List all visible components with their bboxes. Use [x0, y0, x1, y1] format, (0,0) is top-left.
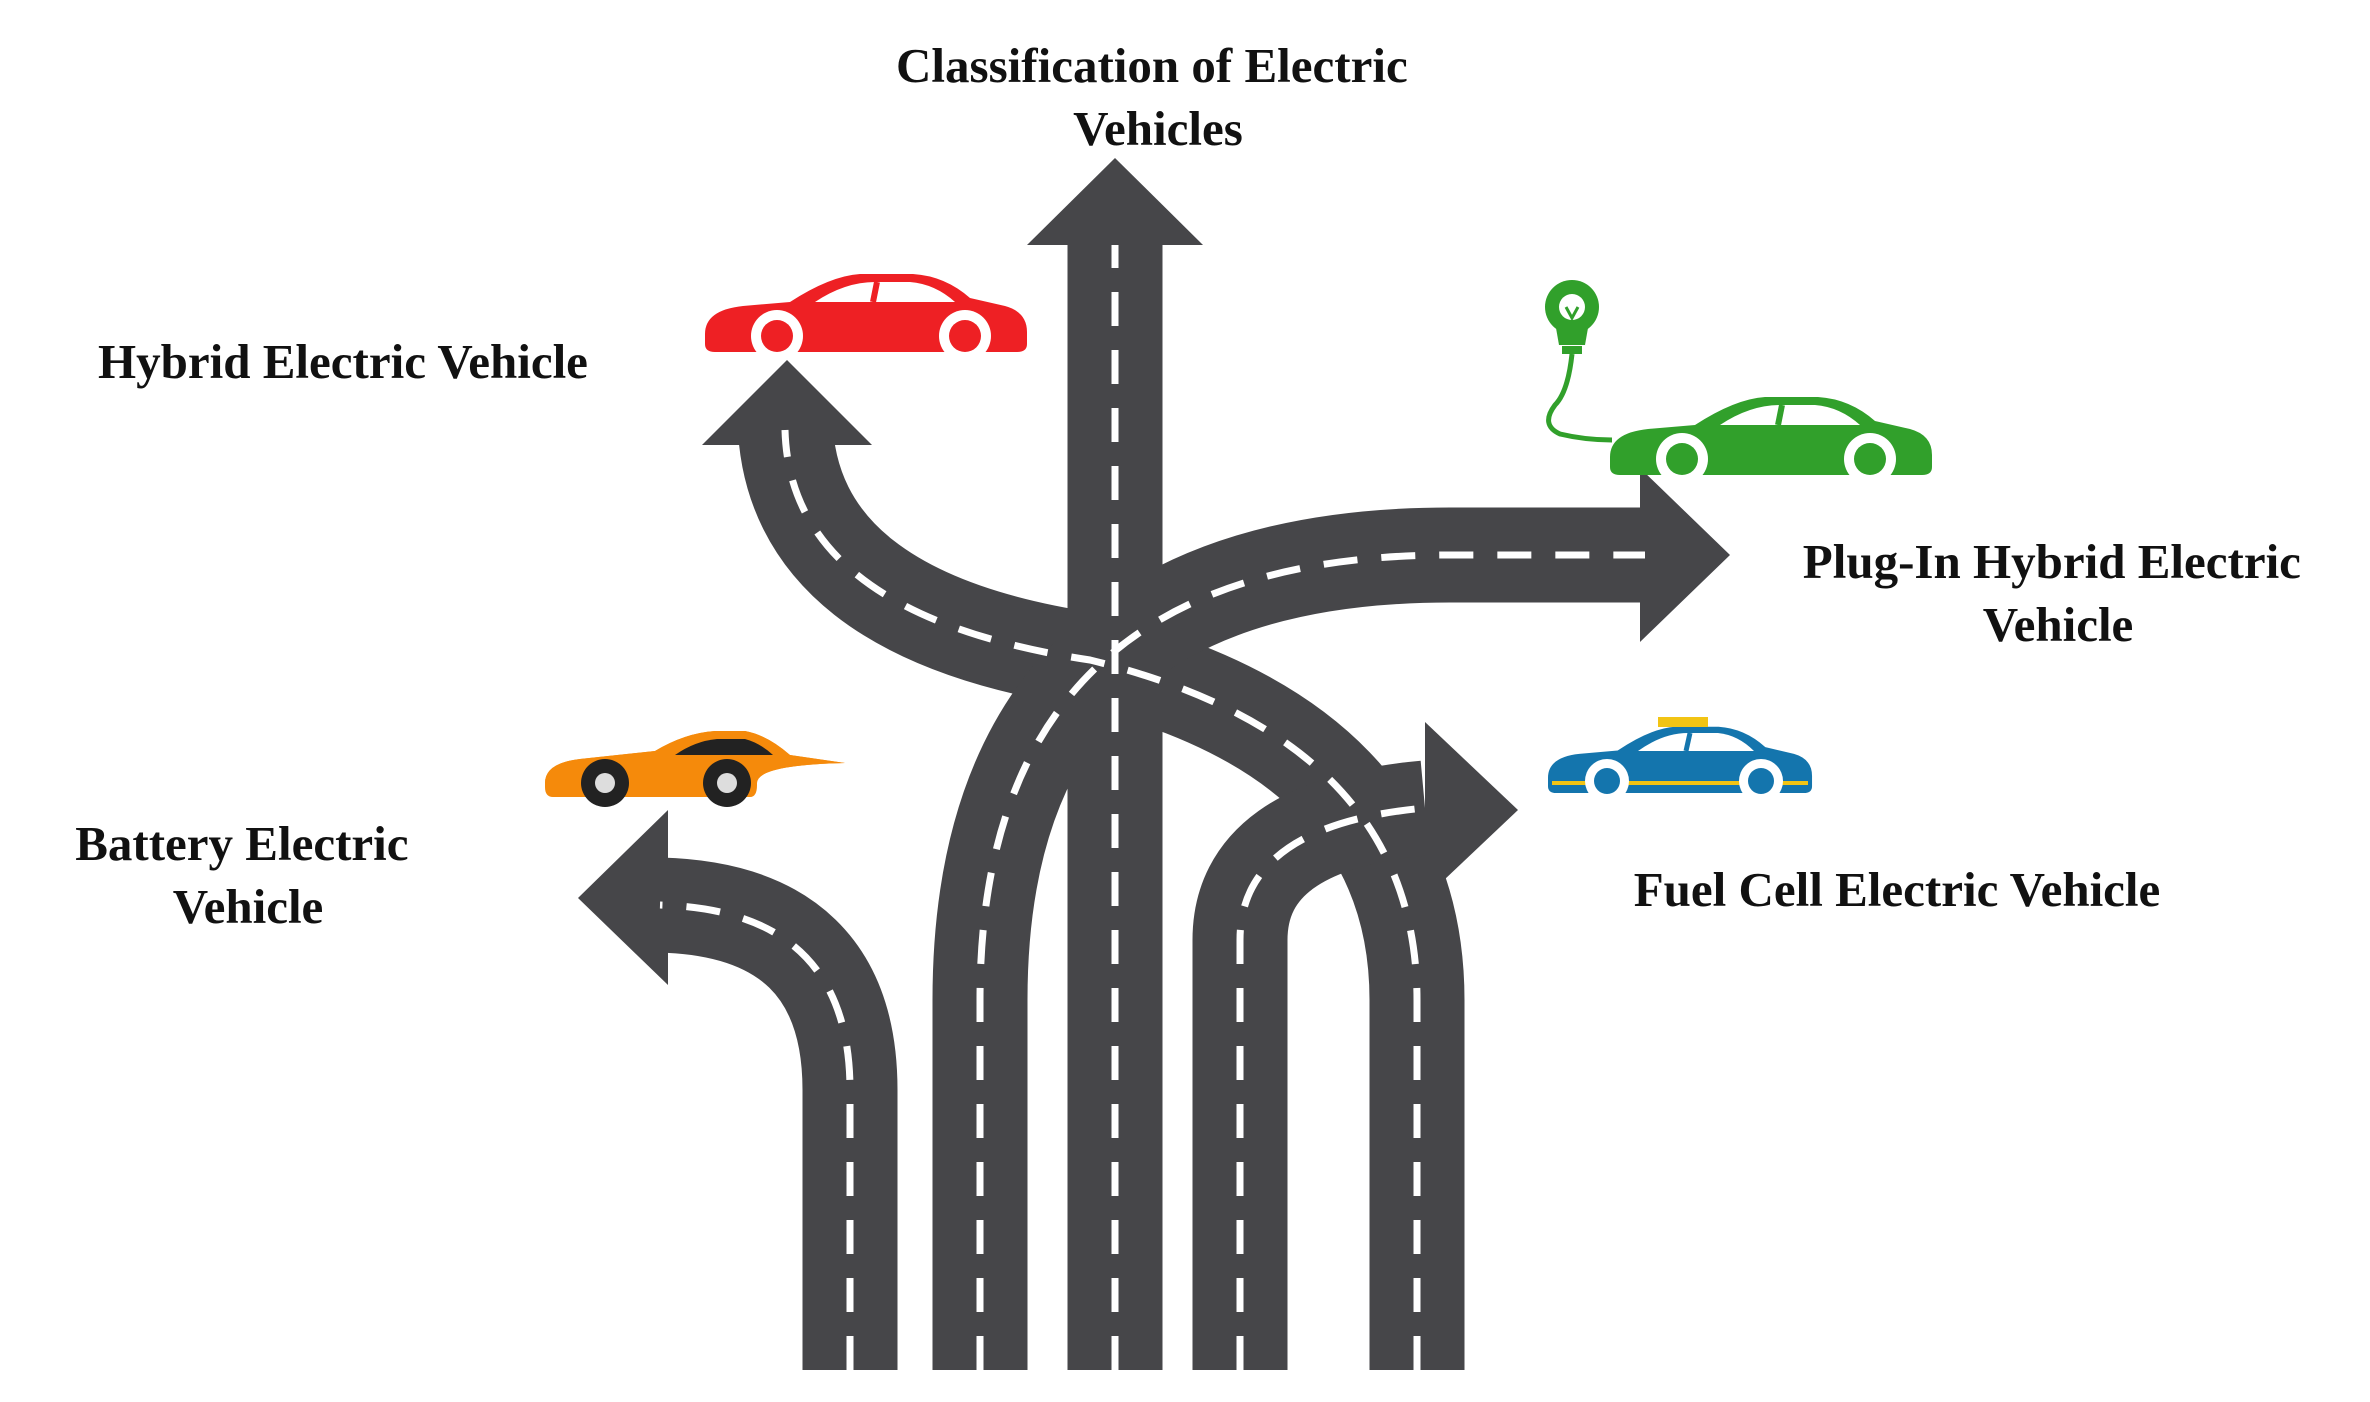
lane-battery — [659, 901, 854, 1370]
label-plugin: Plug-In Hybrid Electric Vehicle — [1803, 534, 2313, 652]
lane-hybrid — [781, 429, 1421, 1370]
label-battery: Battery Electric Vehicle — [75, 816, 421, 934]
lane-plugin — [976, 551, 1645, 1370]
lane-markings — [659, 245, 1645, 1370]
road-fuelcell-arrowhead — [1425, 722, 1518, 898]
label-battery-line-1: Battery Electric — [75, 816, 408, 871]
label-hybrid-line-1: Hybrid Electric Vehicle — [98, 334, 588, 389]
label-hybrid: Hybrid Electric Vehicle — [98, 334, 588, 389]
label-plugin-line-2: Vehicle — [1983, 597, 2134, 652]
title-line-2: Vehicles — [1073, 101, 1243, 156]
label-fuelcell-line-1: Fuel Cell Electric Vehicle — [1634, 862, 2161, 917]
road-hybrid-arrowhead — [702, 360, 872, 445]
title-line-1: Classification of Electric — [896, 38, 1408, 93]
battery-car — [545, 731, 845, 807]
road-battery-arrowhead — [578, 810, 668, 985]
lane-fuelcell — [1236, 804, 1426, 1370]
diagram-title: Classification of Electric Vehicles — [896, 38, 1420, 156]
fuelcell-car — [1548, 717, 1813, 803]
plugin-car — [1610, 397, 1932, 485]
hybrid-car — [705, 274, 1027, 362]
label-battery-line-2: Vehicle — [173, 879, 324, 934]
label-plugin-line-1: Plug-In Hybrid Electric — [1803, 534, 2301, 589]
road-battery — [657, 857, 898, 1370]
label-fuelcell: Fuel Cell Electric Vehicle — [1634, 862, 2161, 917]
road-main-arrowhead — [1027, 158, 1203, 245]
light-bulb-plug-icon — [1545, 280, 1613, 443]
road-plugin-arrowhead — [1640, 468, 1730, 642]
